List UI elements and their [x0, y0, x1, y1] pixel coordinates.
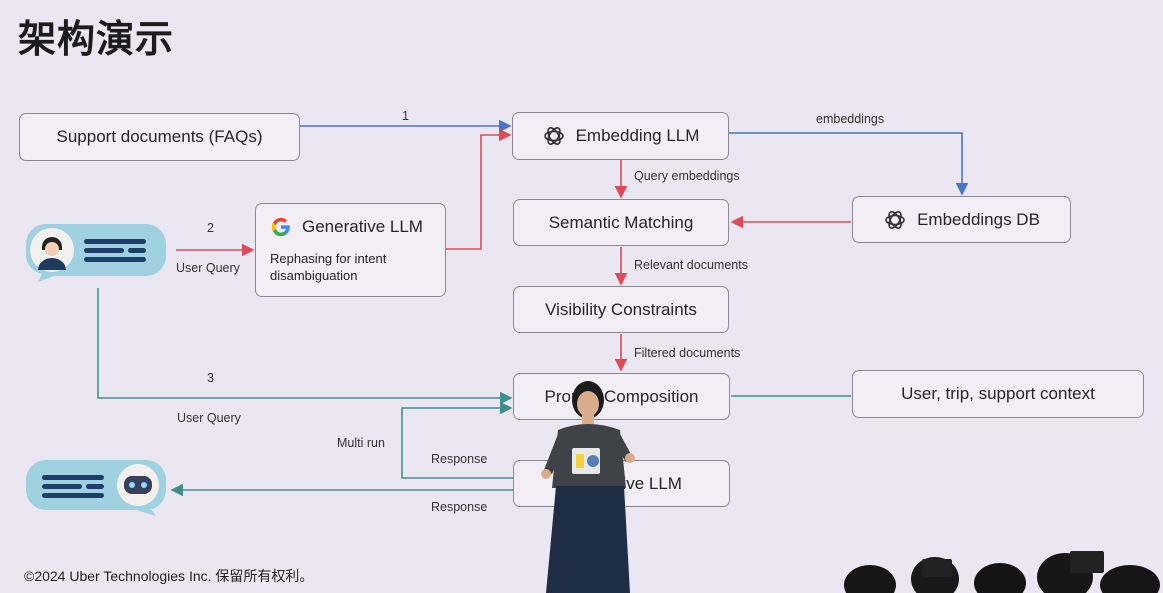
generative-llm-subtitle: Rephasing for intent disambiguation — [270, 251, 387, 283]
generative-llm-box: Generative LLM Rephasing for intent disa… — [255, 203, 446, 297]
presenter-figure — [541, 381, 635, 593]
google-g-icon — [271, 217, 290, 237]
response-bottom-label: Response — [431, 500, 488, 514]
visibility-constraints-box: Visibility Constraints — [513, 286, 729, 333]
step-1-label: 1 — [402, 109, 409, 123]
step-2-label: 2 — [207, 221, 214, 235]
user-avatar-icon — [30, 228, 74, 272]
embedding-llm-box: Embedding LLM — [512, 112, 729, 160]
edge-embedding-to-db — [729, 132, 969, 196]
slide-title: 架构演示 — [18, 19, 175, 61]
semantic-matching-box: Semantic Matching — [513, 199, 729, 246]
generative-llm-title: Generative LLM — [302, 217, 423, 236]
response-top-label: Response — [431, 452, 488, 466]
bot-avatar-icon — [117, 464, 159, 506]
user-query-bottom-label: User Query — [177, 411, 241, 425]
edge-user-to-prompt — [97, 288, 513, 405]
multi-run-label: Multi run — [337, 436, 385, 450]
prompt-composition-box: Prompt Composition — [513, 373, 730, 420]
user-query-top-label: User Query — [176, 261, 240, 275]
edge-multi-run-loop — [401, 401, 540, 479]
edge-genllm-to-embedding — [446, 128, 512, 250]
filtered-documents-label: Filtered documents — [634, 346, 741, 360]
query-embeddings-label: Query embeddings — [634, 169, 740, 183]
embeddings-db-box: Embeddings DB — [852, 196, 1071, 243]
support-documents-label: Support documents (FAQs) — [56, 127, 263, 146]
relevant-documents-label: Relevant documents — [634, 258, 748, 272]
step-3-label: 3 — [207, 371, 214, 385]
openai-logo-icon — [885, 210, 905, 229]
embeddings-label: embeddings — [816, 112, 885, 126]
embeddings-db-label: Embeddings DB — [917, 209, 1040, 229]
audience-silhouettes — [844, 551, 1160, 593]
openai-logo-icon — [543, 127, 564, 145]
embedding-llm-label: Embedding LLM — [575, 126, 700, 145]
visibility-constraints-label: Visibility Constraints — [545, 299, 697, 319]
user-context-label: User, trip, support context — [901, 384, 1095, 403]
copyright-footer: ©2024 Uber Technologies Inc. 保留所有权利。 — [24, 568, 314, 584]
user-chat-bubble — [25, 224, 166, 282]
bot-chat-bubble — [26, 460, 166, 516]
semantic-matching-label: Semantic Matching — [548, 212, 694, 232]
user-context-box: User, trip, support context — [852, 370, 1144, 418]
support-documents-box: Support documents (FAQs) — [19, 113, 300, 161]
